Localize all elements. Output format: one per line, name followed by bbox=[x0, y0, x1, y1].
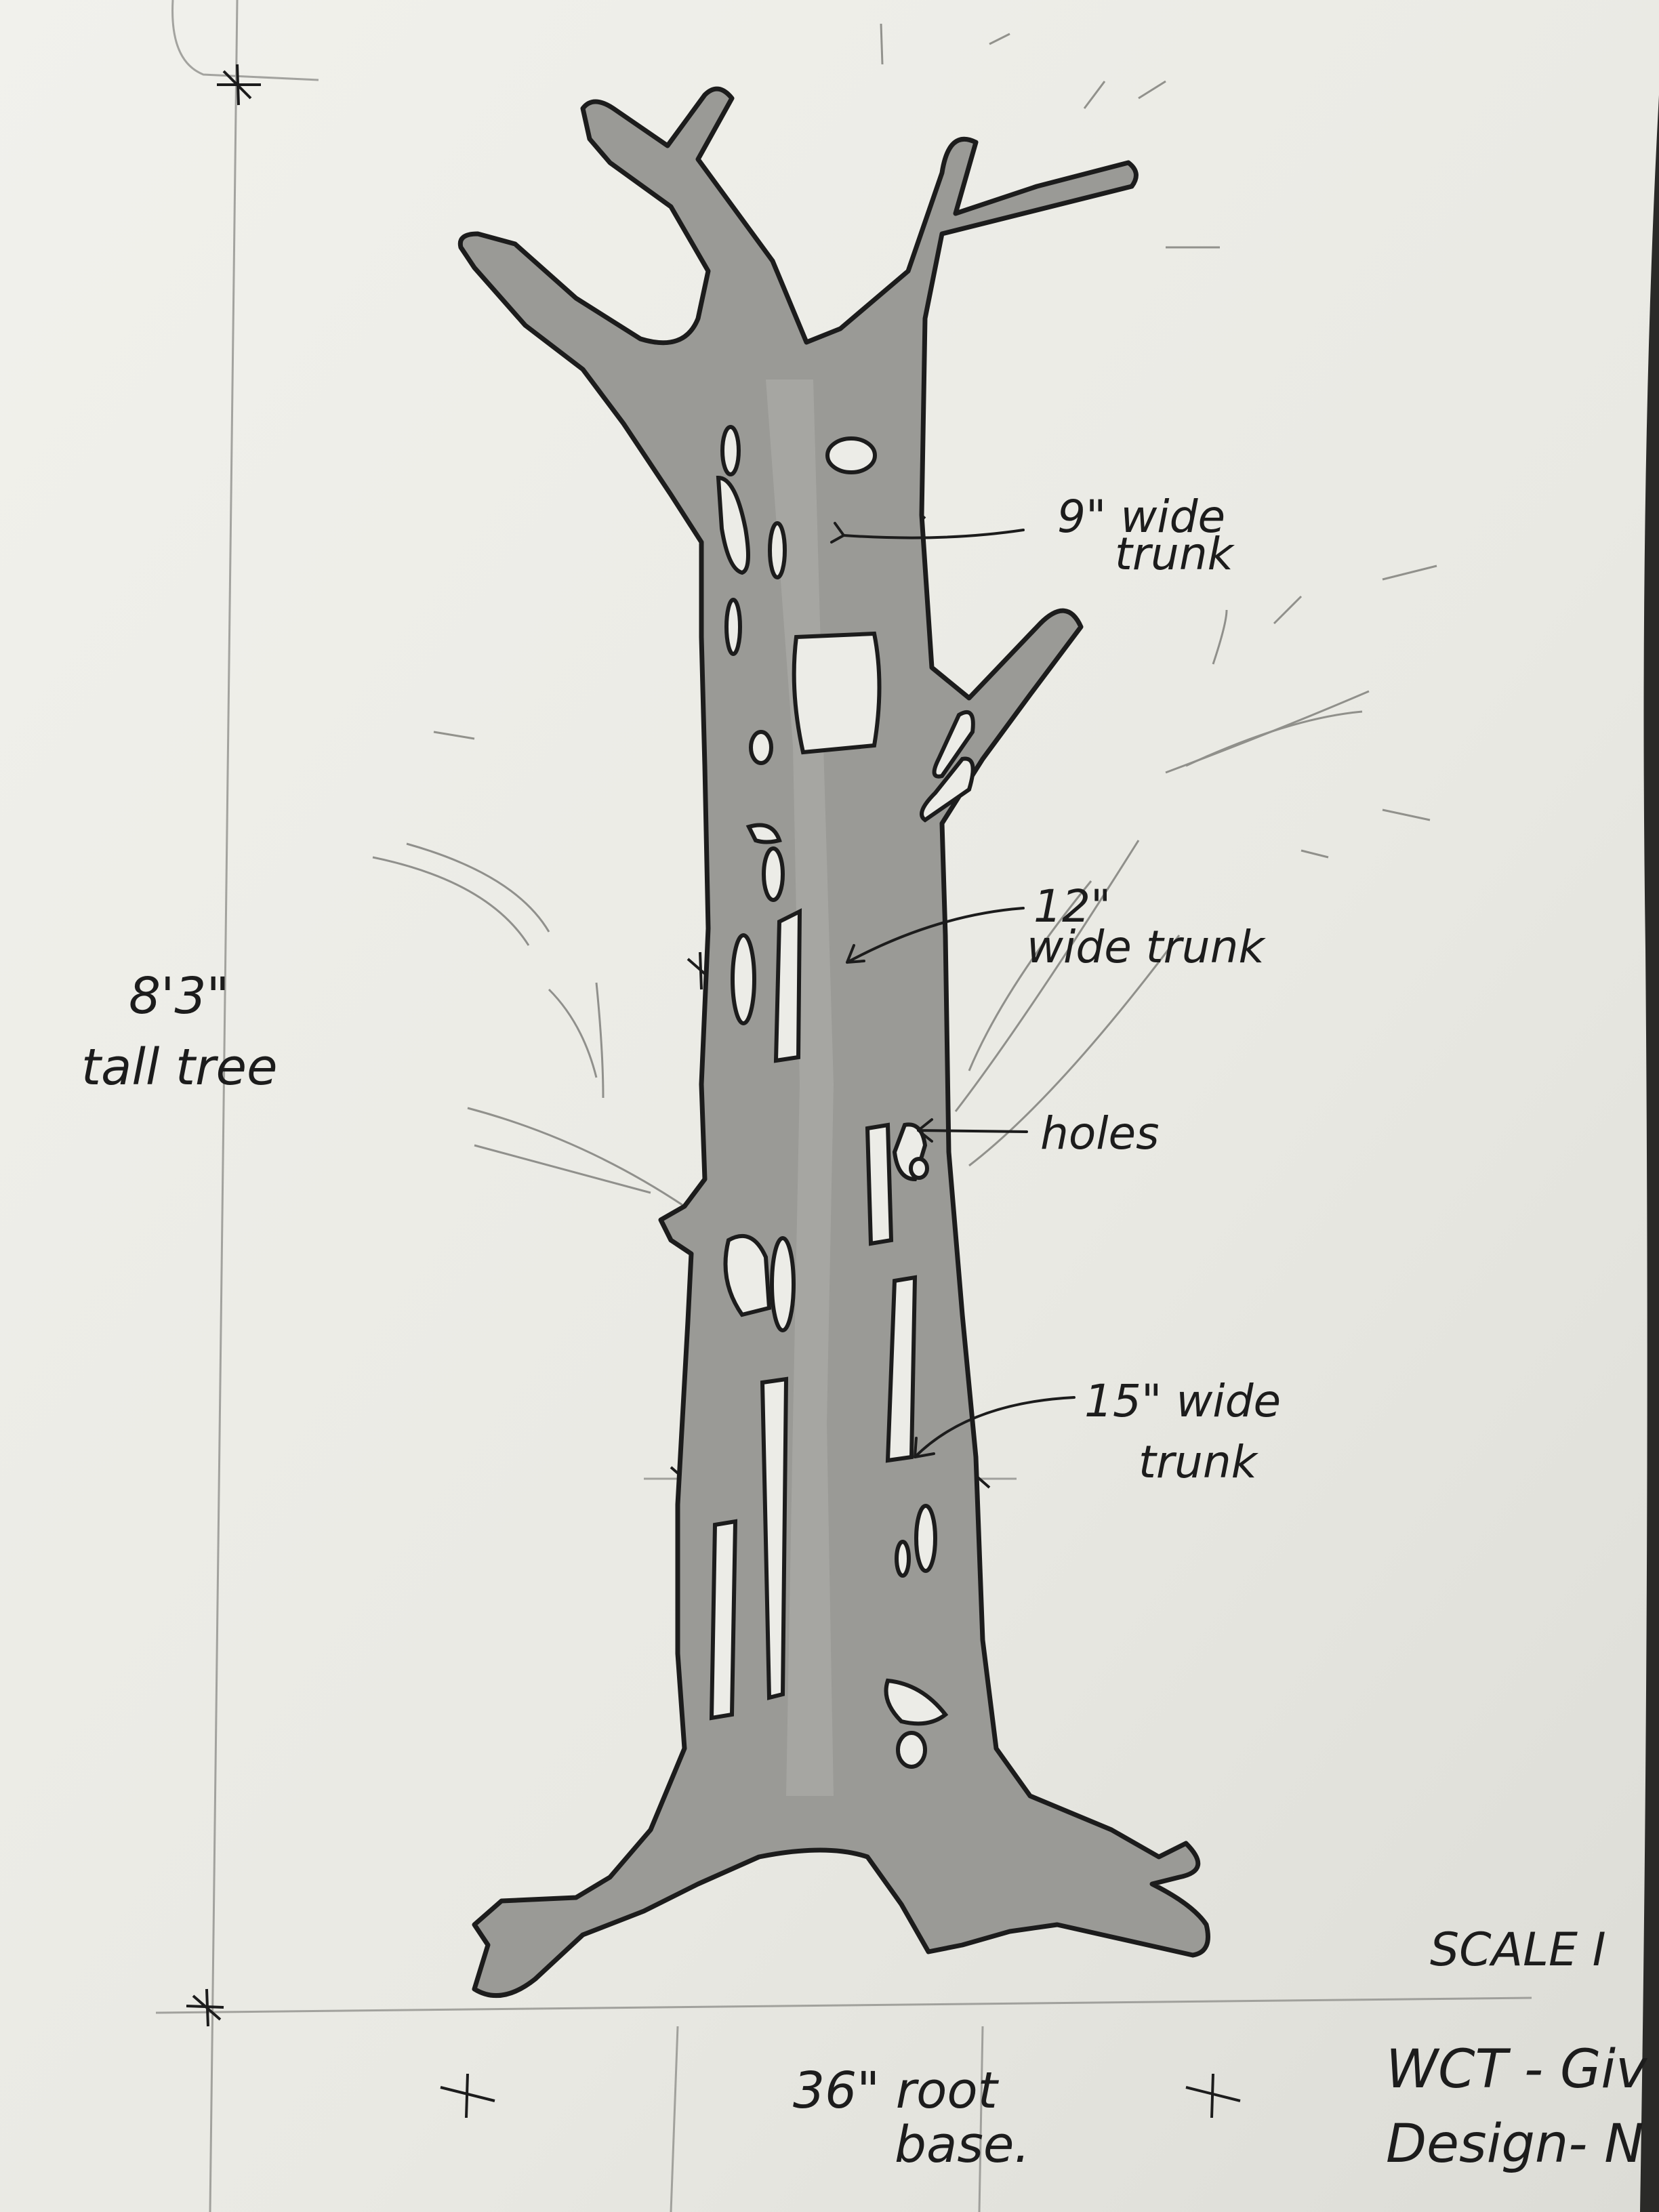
hole bbox=[709, 1519, 738, 1721]
note-root-line2: base. bbox=[895, 2116, 1030, 2174]
annotations: 9" wide trunk 12" wide trunk holes 15" w… bbox=[81, 491, 1281, 2174]
hole bbox=[773, 908, 802, 1063]
note-root-line1: 36" root bbox=[793, 2062, 1000, 2120]
leader-arrows bbox=[830, 522, 1076, 1458]
tick-mark bbox=[440, 2073, 495, 2118]
hole bbox=[792, 631, 882, 755]
sketch-strokes bbox=[372, 23, 1437, 1208]
hole bbox=[865, 1122, 894, 1246]
trunk-holes bbox=[709, 425, 975, 1769]
hole bbox=[731, 933, 756, 1025]
note-height-line1: 8'3" bbox=[129, 967, 230, 1025]
hole bbox=[749, 730, 773, 765]
hole bbox=[895, 1540, 911, 1578]
hole bbox=[825, 436, 877, 474]
note-holes: holes bbox=[1040, 1107, 1160, 1160]
hole bbox=[896, 1731, 927, 1769]
title-block: SCALE I WCT - Giv Design- N bbox=[1386, 1923, 1648, 2175]
hole bbox=[745, 823, 782, 844]
tick-mark bbox=[217, 64, 261, 106]
dark-page-edge bbox=[1640, 95, 1659, 2212]
arrow-15in-trunk bbox=[914, 1396, 1076, 1458]
hole bbox=[724, 598, 742, 656]
tick-mark bbox=[186, 1988, 224, 2027]
tick-mark bbox=[1185, 2073, 1241, 2118]
tree-silhouette bbox=[457, 86, 1210, 1999]
note-15in-line1: 15" wide bbox=[1084, 1375, 1281, 1427]
hole bbox=[884, 1678, 949, 1726]
note-15in-line2: trunk bbox=[1139, 1436, 1259, 1488]
tree-drawing bbox=[457, 86, 1210, 1999]
hole bbox=[885, 1275, 918, 1463]
hole bbox=[720, 425, 741, 476]
arrow-12in-trunk bbox=[846, 907, 1025, 964]
note-9in-line2: trunk bbox=[1115, 528, 1235, 580]
note-9in-line1: 9" wide bbox=[1057, 491, 1225, 543]
title-line2: Design- N bbox=[1386, 2114, 1644, 2175]
hole bbox=[716, 475, 750, 575]
arrow-9in-trunk bbox=[830, 522, 1025, 544]
scale-label: SCALE I bbox=[1430, 1923, 1606, 1977]
hole bbox=[932, 710, 975, 779]
arrow-holes bbox=[917, 1118, 1028, 1143]
hole bbox=[920, 756, 975, 823]
hole bbox=[768, 521, 787, 579]
hole bbox=[909, 1157, 929, 1180]
hole bbox=[914, 1504, 937, 1573]
note-height-line2: tall tree bbox=[81, 1038, 278, 1097]
hole bbox=[762, 846, 785, 902]
hole bbox=[723, 1233, 772, 1317]
title-line1: WCT - Giv bbox=[1386, 2039, 1648, 2100]
hole bbox=[770, 1236, 796, 1332]
note-12in-line2: wide trunk bbox=[1027, 921, 1266, 973]
note-12in-line1: 12" bbox=[1033, 880, 1111, 933]
hole bbox=[760, 1376, 789, 1700]
